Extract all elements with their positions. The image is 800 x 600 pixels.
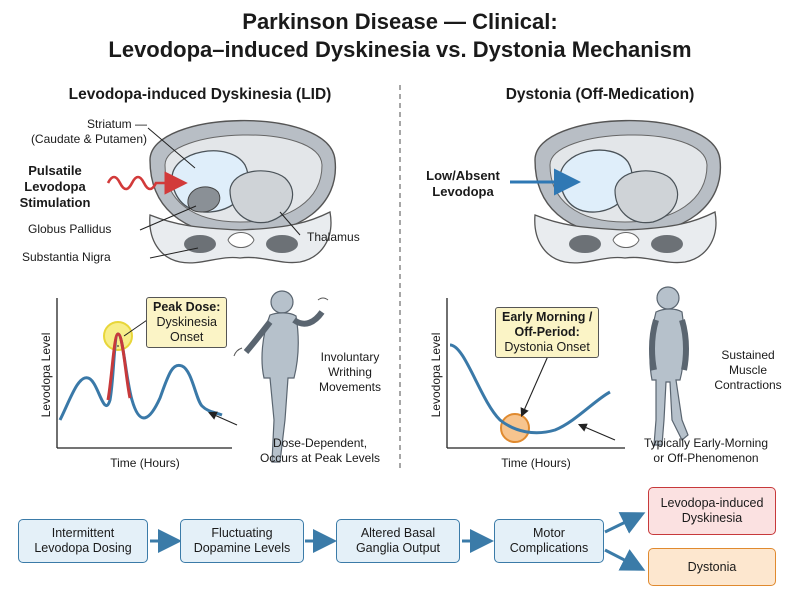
flow-step-basal-ganglia: Altered Basal Ganglia Output bbox=[336, 519, 460, 563]
writhing-figure-icon bbox=[243, 290, 325, 463]
thalamus-label: Thalamus bbox=[307, 230, 360, 244]
low-levodopa-label: Low/Absent Levodopa bbox=[426, 168, 500, 199]
striatum-label: Striatum — (Caudate & Putamen) bbox=[30, 117, 147, 146]
early-morning-callout: Early Morning / Off-Period: Dystonia Ons… bbox=[495, 307, 600, 358]
globus-pallidus-label: Globus Pallidus bbox=[28, 222, 112, 236]
title-line-2: Levodopa–induced Dyskinesia vs. Dystonia… bbox=[108, 37, 692, 62]
left-y-axis-label: Levodopa Level bbox=[39, 332, 53, 418]
substantia-nigra-label: Substantia Nigra bbox=[22, 250, 111, 264]
right-x-axis-label: Time (Hours) bbox=[501, 456, 571, 470]
left-graph bbox=[56, 298, 232, 449]
title-line-1: Parkinson Disease — Clinical: bbox=[242, 9, 558, 34]
peak-dose-highlight bbox=[103, 321, 133, 351]
off-phenomenon-note: Typically Early-Morning or Off-Phenomeno… bbox=[643, 436, 769, 465]
flow-step-intermittent-dosing: Intermittent Levodopa Dosing bbox=[18, 519, 148, 563]
right-section-heading: Dystonia (Off-Medication) bbox=[505, 86, 695, 103]
outcome-dystonia: Dystonia bbox=[648, 548, 776, 586]
right-brain-illustration bbox=[534, 119, 722, 264]
levodopa-curve-peaks bbox=[58, 332, 223, 421]
contractions-label: Sustained Muscle Contractions bbox=[714, 348, 782, 392]
writhing-label: Involuntary Writhing Movements bbox=[318, 350, 382, 394]
page-title: Parkinson Disease — Clinical: Levodopa–i… bbox=[0, 8, 800, 64]
rigid-figure-icon bbox=[649, 286, 689, 446]
pulsatile-stimulus-label: Pulsatile Levodopa Stimulation bbox=[19, 163, 91, 210]
outcome-levodopa-induced-dyskinesia: Levodopa-induced Dyskinesia bbox=[648, 487, 776, 535]
peak-dose-callout: Peak Dose: Dyskinesia Onset bbox=[146, 297, 228, 348]
right-graph bbox=[446, 298, 625, 449]
right-y-axis-label: Levodopa Level bbox=[429, 332, 443, 418]
left-brain-illustration bbox=[149, 119, 337, 264]
flow-step-motor-complications: Motor Complications bbox=[494, 519, 604, 563]
left-section-heading: Levodopa-induced Dyskinesia (LID) bbox=[68, 86, 332, 103]
flow-step-fluctuating-dopamine: Fluctuating Dopamine Levels bbox=[180, 519, 304, 563]
pulsatile-wave-arrow bbox=[106, 171, 188, 195]
flow-arrows bbox=[150, 512, 646, 571]
dose-dependent-note: Dose-Dependent, Occurs at Peak Levels bbox=[259, 436, 381, 465]
left-x-axis-label: Time (Hours) bbox=[110, 456, 180, 470]
levodopa-curve-decline bbox=[449, 343, 611, 435]
